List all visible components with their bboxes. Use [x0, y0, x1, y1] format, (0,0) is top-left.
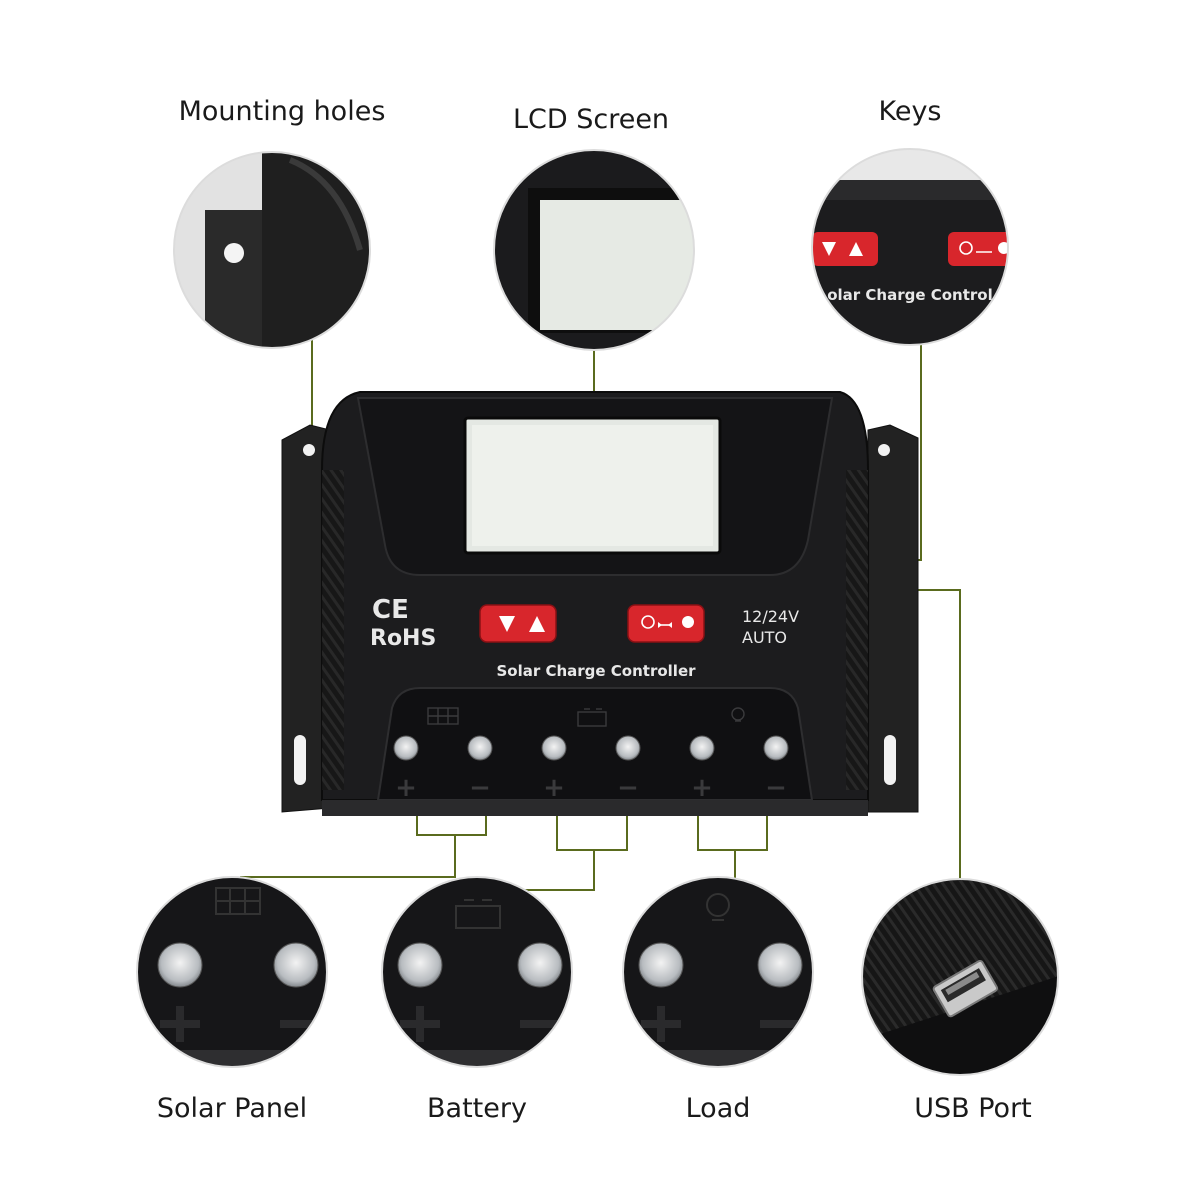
- lcd-screen-label: LCD Screen: [512, 104, 670, 135]
- solar-panel-zoom: [136, 876, 328, 1068]
- product-name: Solar Charge Controller: [496, 662, 696, 680]
- terminal-polarity: −: [765, 773, 787, 803]
- light-key-zoom: [948, 232, 1008, 266]
- usb-port-icon: [932, 960, 999, 1018]
- solar-panel-icon: [427, 707, 459, 725]
- zoom-product-name: olar Charge Control: [827, 286, 993, 304]
- load-zoom: [622, 876, 814, 1068]
- lcd-screen-zoom: [493, 149, 695, 351]
- terminal-polarity: +: [543, 773, 565, 803]
- mounting-slot-bottom-right: [884, 735, 896, 785]
- terminal-screw: [689, 735, 715, 761]
- down-up-key-zoom: [812, 232, 878, 266]
- battery-label: Battery: [427, 1093, 527, 1124]
- voltage-rating: 12/24V: [742, 607, 799, 626]
- battery-icon: [577, 708, 607, 727]
- down-up-key[interactable]: [479, 604, 557, 643]
- mounting-hole: [224, 243, 244, 263]
- bulb-icon: [641, 615, 655, 629]
- mounting-hole-top-right: [878, 444, 890, 456]
- usb-port-zoom: [861, 878, 1059, 1076]
- load-label: Load: [685, 1093, 751, 1124]
- keys-zoom: olar Charge Control: [811, 148, 1009, 346]
- solar-panel-icon-zoom: [215, 887, 261, 915]
- terminal-polarity: +: [691, 773, 713, 803]
- terminal-bay: [376, 687, 814, 801]
- terminal-screw: [763, 735, 789, 761]
- terminal-screw: [467, 735, 493, 761]
- battery-icon-zoom: [455, 899, 501, 929]
- solar-panel-label: Solar Panel: [156, 1093, 308, 1124]
- ce-mark: CE: [372, 595, 409, 625]
- mounting-holes-label: Mounting holes: [178, 96, 386, 127]
- bulb-icon-2: [682, 616, 694, 628]
- mounting-hole-top-left: [303, 444, 315, 456]
- light-toggle-key[interactable]: [627, 604, 705, 643]
- terminal-screw: [393, 735, 419, 761]
- terminal-polarity: +: [395, 773, 417, 803]
- keys-label: Keys: [878, 96, 942, 127]
- terminal-screws: [393, 735, 789, 761]
- terminal-polarity: −: [469, 773, 491, 803]
- terminal-polarity: −: [617, 773, 639, 803]
- load-bulb-icon: [731, 707, 745, 722]
- mounting-slot-bottom-left: [294, 735, 306, 785]
- terminal-screw: [615, 735, 641, 761]
- terminal-screw: [541, 735, 567, 761]
- charge-controller-device: CE RoHS 12/24V AUTO Solar Charge Control…: [281, 391, 919, 816]
- bulb-icon-zoom: [706, 893, 730, 921]
- usb-port-label: USB Port: [914, 1093, 1032, 1124]
- battery-zoom: [381, 876, 573, 1068]
- mounting-holes-zoom: [173, 151, 371, 349]
- rohs-mark: RoHS: [370, 626, 436, 651]
- auto-label: AUTO: [742, 628, 787, 647]
